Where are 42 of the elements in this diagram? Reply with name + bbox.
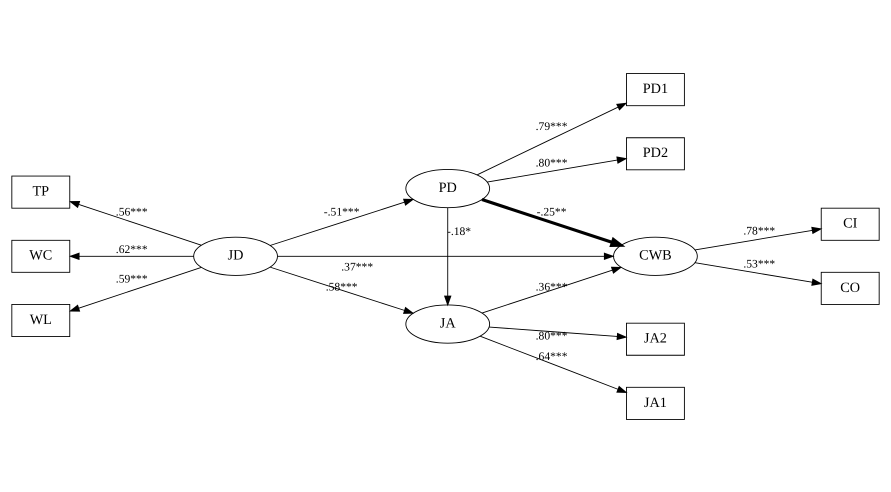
edge-label: .80*** [536,329,568,342]
edge-label: .56*** [116,205,148,218]
arrow [68,200,202,246]
arrow [476,102,628,175]
node-ellipse: JD [193,236,278,276]
edge-label: .59*** [116,272,148,286]
edge-label: -.51*** [324,205,360,218]
arrow [488,326,628,340]
edge-label: .53*** [743,256,776,270]
edge-label: .78*** [743,224,776,237]
edge-label: .58*** [326,280,358,294]
arrow [480,335,628,393]
node-box: JA1 [626,386,685,420]
arrow [68,266,202,312]
edge-label: .62*** [116,242,148,256]
arrow [277,252,615,260]
edge-label: .79*** [536,120,568,133]
arrow [68,252,194,260]
arrow [270,266,414,314]
arrow [694,262,822,286]
edge-label: .37*** [341,260,374,274]
node-box: JA2 [626,322,685,356]
node-box: CI [820,207,880,240]
arrow [486,156,628,182]
arrow [444,206,452,306]
edge-label: .80*** [536,156,568,170]
node-ellipse: PD [405,168,490,208]
node-box: WC [11,239,70,272]
edge-label: -.18* [446,224,472,238]
arrow [694,226,822,250]
arrow [481,198,626,247]
arrow [270,198,414,246]
edge-label: -.25** [536,205,567,218]
node-ellipse: JA [405,304,490,344]
node-box: PD1 [626,72,685,106]
edge-label: .64*** [536,350,568,363]
arrow [481,266,622,314]
node-box: CO [820,271,880,304]
node-box: PD2 [626,136,685,170]
node-ellipse: CWB [613,236,698,276]
node-box: TP [11,175,70,208]
node-box: WL [11,304,70,336]
